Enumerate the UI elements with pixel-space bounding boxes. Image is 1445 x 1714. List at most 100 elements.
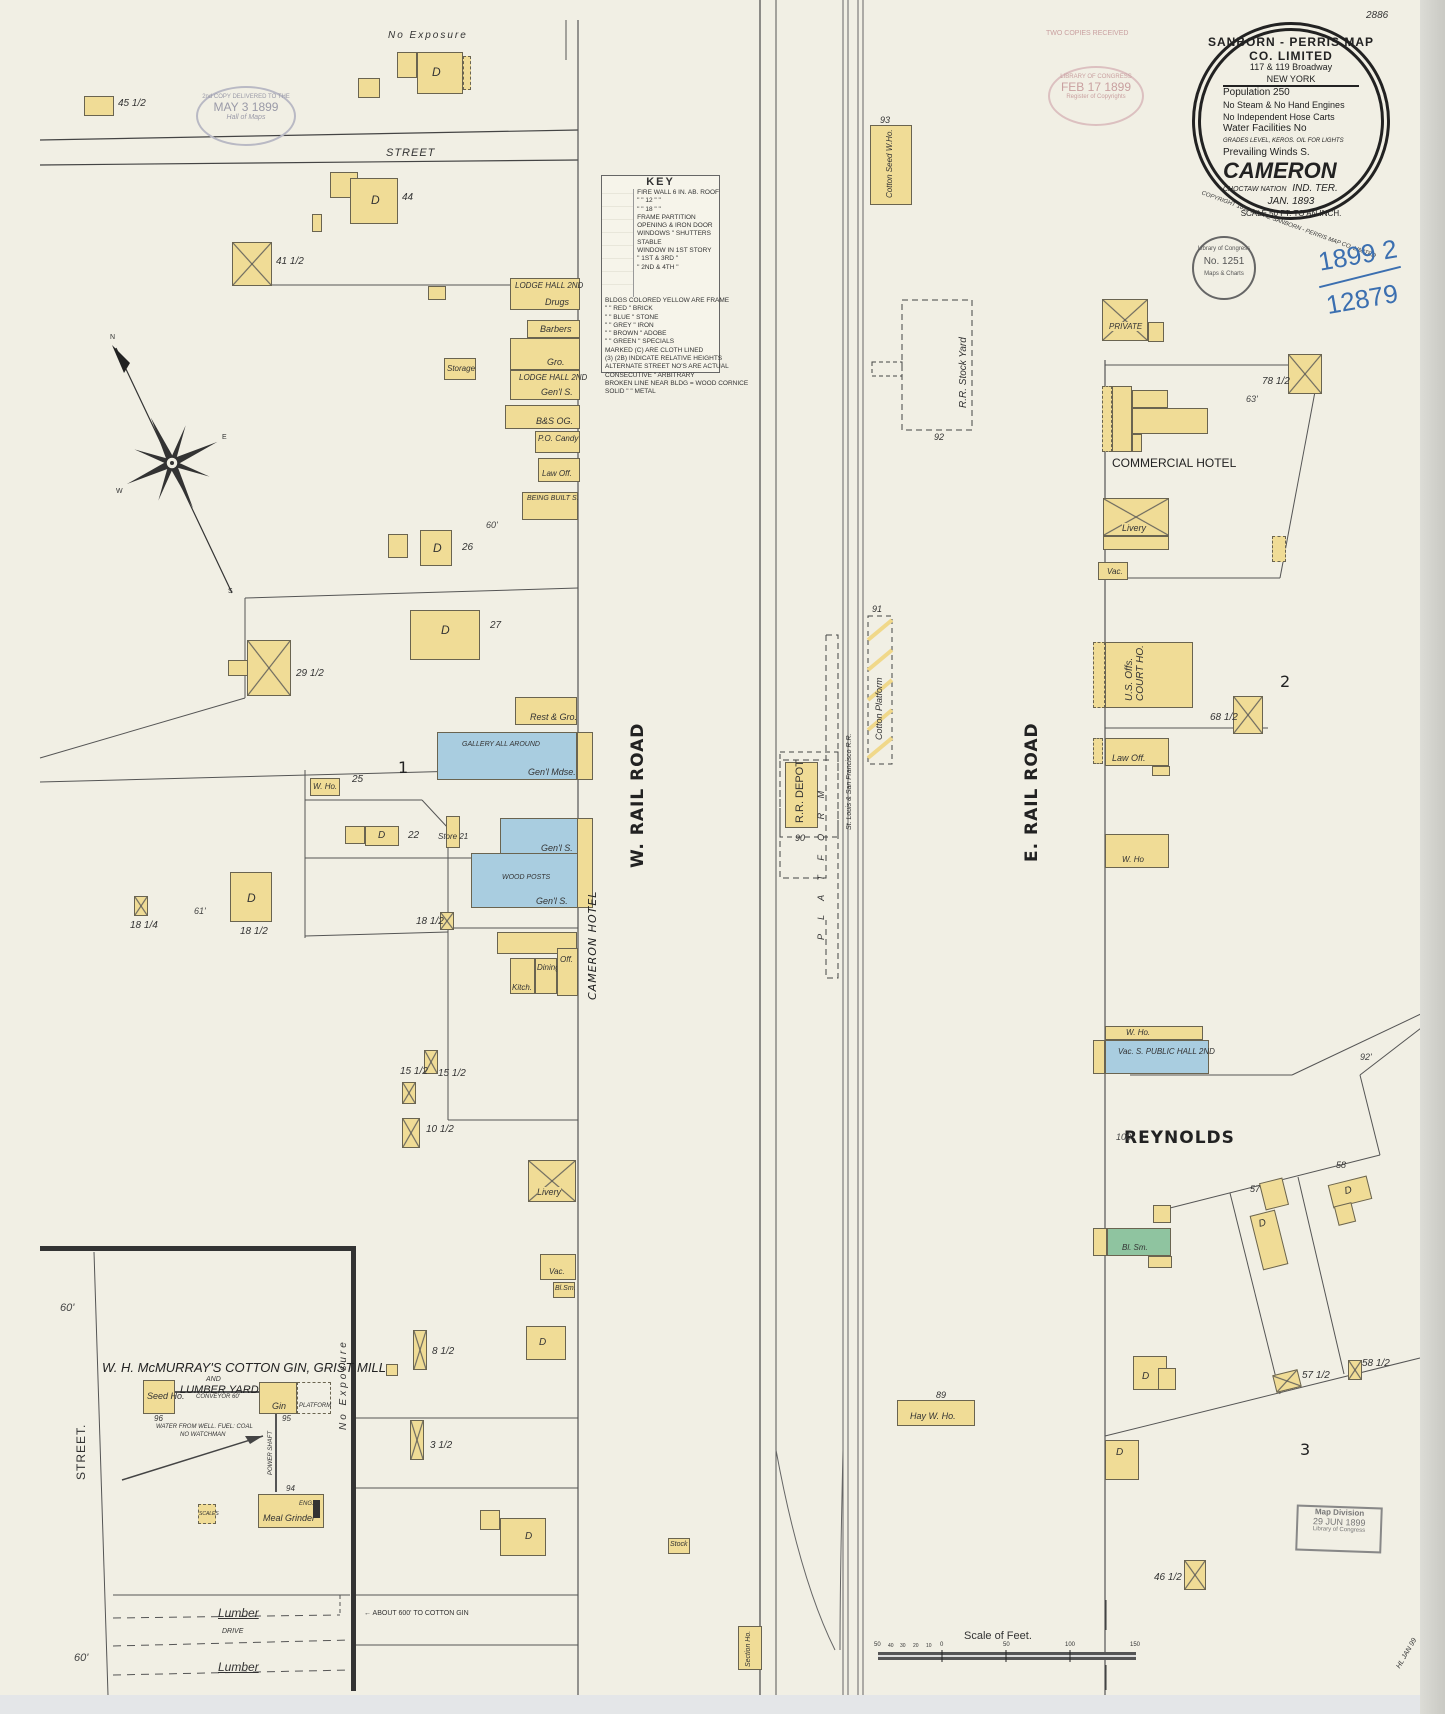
key-row: " " RED " BRICK <box>605 305 653 313</box>
compass-s: S <box>228 588 233 595</box>
library-of-congress-stamp: Library of Congress No. 1251 Maps & Char… <box>1192 236 1256 300</box>
key-row: " " BLUE " STONE <box>605 313 659 321</box>
platform-label: P L A T F O R M <box>816 784 826 940</box>
porch <box>463 56 471 90</box>
building-store-21 <box>446 816 460 848</box>
scale-title: Scale of Feet. <box>964 1630 1032 1642</box>
compass-n: N <box>110 334 116 341</box>
lumber-label: Lumber <box>218 1660 259 1674</box>
building-dwelling: D <box>230 872 272 922</box>
territory: IND. TER. <box>1292 183 1338 194</box>
sheet-number: 2886 <box>1366 10 1389 21</box>
building-storage: Storage <box>444 358 476 380</box>
street-label-w-rail-road: W. RAIL ROAD <box>628 722 648 868</box>
building-general-mdse-stone: GALLERY ALL AROUND Gen'l Mdse. <box>437 732 577 780</box>
commercial-hotel-label: COMMERCIAL HOTEL <box>1112 456 1237 470</box>
address-label: 22 <box>408 830 420 841</box>
building-private: PRIVATE <box>1102 299 1148 341</box>
scale-tick: 10 <box>926 1643 932 1649</box>
key-row: " " BROWN " ADOBE <box>605 330 667 338</box>
address-label: 10 1/2 <box>426 1124 454 1135</box>
key-row: " " 12 " " <box>637 197 661 205</box>
block-number-1: 1 <box>398 758 410 777</box>
building-blacksmith: Bl.Sm. <box>553 1282 576 1298</box>
building-cotton-seed-warehouse: Cotton Seed W.Ho. <box>870 125 912 205</box>
compass-rose <box>112 345 233 594</box>
building-stable <box>413 1330 427 1370</box>
building-outhouse <box>428 286 446 300</box>
building-stable <box>1233 696 1263 734</box>
mill-note: WATER FROM WELL. FUEL: COAL <box>156 1424 253 1430</box>
power-shaft-label: POWER SHAFT <box>268 1430 274 1475</box>
building-dwelling: D <box>500 1518 546 1556</box>
building-rear <box>1152 766 1170 776</box>
building-outhouse <box>386 1364 398 1376</box>
mill-and: AND <box>206 1376 221 1383</box>
title-seal: SANBORN - PERRIS MAP CO. LIMITED 117 & 1… <box>1192 22 1390 220</box>
address-label: 68 1/2 <box>1210 712 1238 723</box>
building-dwelling: D <box>420 530 452 566</box>
page-edge-shadow <box>1420 0 1445 1714</box>
building-warehouse: W. Ho. <box>1105 1026 1203 1040</box>
building-rear <box>1148 1256 1172 1268</box>
building-post-office-candy: P.O. Candy <box>535 431 580 453</box>
building-bs-og: B&S OG. <box>505 405 580 429</box>
drive-label: DRIVE <box>222 1628 244 1635</box>
building-dwelling: D <box>526 1326 566 1360</box>
building-stable <box>247 640 291 696</box>
building-stable <box>402 1118 420 1148</box>
building-shed <box>345 826 365 844</box>
building-dwelling: D <box>365 826 399 846</box>
street-label-left: STREET. <box>74 1423 88 1480</box>
building-hotel-wing <box>1132 408 1208 434</box>
map-sheet: 45 1/2 D D 44 41 1/2 LODGE HALL 2ND Drug… <box>0 0 1430 1695</box>
address-label: 90 <box>795 833 806 843</box>
building-commercial-hotel-main <box>1112 386 1132 452</box>
porch <box>1093 738 1103 764</box>
address-label: 95 <box>282 1414 291 1423</box>
address-label: 26 <box>462 542 474 553</box>
mill-title: W. H. McMURRAY'S COTTON GIN, GRIST MILL <box>102 1360 386 1375</box>
building-grocery: Gro. <box>510 338 580 370</box>
address-label: 57 1/2 <box>1302 1370 1330 1381</box>
address-label: 46 1/2 <box>1154 1572 1182 1583</box>
building-lodge-hall-genl-store: LODGE HALL 2ND Gen'l S. <box>510 370 587 400</box>
scale-tick: 50 <box>874 1642 881 1648</box>
building-warehouse: W. Ho <box>1105 834 1169 868</box>
grades-lights: GRADES LEVEL, KEROS. OIL FOR LIGHTS <box>1223 138 1344 144</box>
key-row: SOLID " " METAL <box>605 388 656 396</box>
address-label: 92 <box>934 432 945 442</box>
dimension-label: 60' <box>60 1302 75 1314</box>
key-row: BROKEN LINE NEAR BLDG = WOOD CORNICE <box>605 379 749 387</box>
building-label: Store 21 <box>438 832 469 841</box>
map-scale: SCALE 50 FT. TO AN INCH. <box>1240 209 1342 218</box>
building-dining-room: Dining Rm <box>535 958 574 994</box>
address-label: 44 <box>402 192 414 203</box>
building-livery-stable: Livery <box>1103 498 1169 536</box>
building-livery-stable: Livery <box>528 1160 576 1202</box>
dimension-label: 60' <box>74 1652 89 1664</box>
building-shed <box>480 1510 500 1530</box>
building-barbers: Barbers <box>527 320 580 338</box>
address-label: 91 <box>872 604 883 614</box>
address-label: 41 1/2 <box>276 256 304 267</box>
street-label-reynolds: REYNOLDS <box>1124 1128 1235 1148</box>
building-meal-grinder: Meal Grinder ENG. <box>258 1494 324 1528</box>
porch <box>1102 386 1112 452</box>
water-facilities: Water Facilities No <box>1223 123 1307 134</box>
building-warehouse: W. Ho. <box>310 778 340 796</box>
address-label: 18 1/4 <box>130 920 158 931</box>
key-row: WINDOW IN 1ST STORY <box>637 247 712 255</box>
building-livery-rear <box>1103 536 1169 550</box>
building-seed-house: Seed Ho. <box>143 1380 185 1414</box>
building-dwelling <box>84 96 114 116</box>
address-label: 78 1/2 <box>1262 376 1290 387</box>
key-row: (3) (2B) INDICATE RELATIVE HEIGHTS <box>605 355 723 363</box>
dimension-label: 60' <box>486 520 498 530</box>
stock-yard-label: R.R. Stock Yard <box>958 337 969 408</box>
two-copies-stamp: TWO COPIES RECEIVED <box>1046 30 1129 37</box>
building-being-built: BEING BUILT S. <box>522 492 579 520</box>
key-symbols <box>602 189 635 297</box>
address-label: 96 <box>154 1414 163 1423</box>
building-stable <box>232 242 272 286</box>
